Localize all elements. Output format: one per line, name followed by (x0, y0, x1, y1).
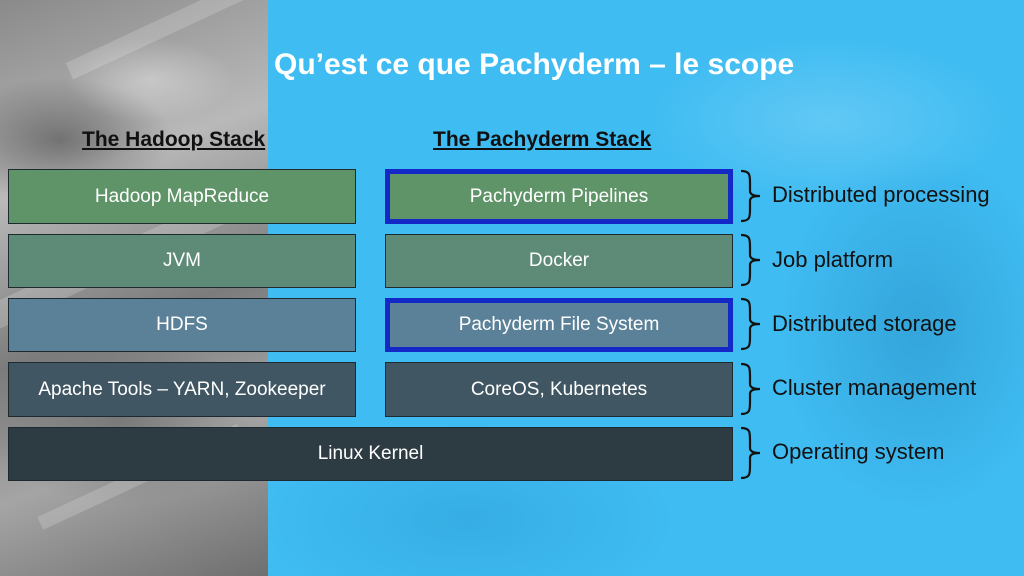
label-job-platform: Job platform (772, 247, 894, 272)
pachyderm-pipelines-box: Pachyderm Pipelines (385, 169, 733, 224)
label-distributed-storage: Distributed storage (772, 311, 957, 336)
background-photo (0, 0, 268, 576)
linux-kernel-box: Linux Kernel (8, 427, 733, 481)
brace-platform (738, 233, 764, 287)
slide-title: Qu’est ce que Pachyderm – le scope (274, 48, 795, 81)
jvm-box: JVM (8, 234, 356, 288)
coreos-kubernetes-box: CoreOS, Kubernetes (385, 362, 733, 417)
hdfs-box: HDFS (8, 298, 356, 352)
hadoop-stack-heading: The Hadoop Stack (82, 128, 266, 151)
brace-processing (738, 169, 764, 223)
pachyderm-file-system-box: Pachyderm File System (385, 298, 733, 352)
brace-cluster (738, 362, 764, 416)
brace-os (738, 426, 764, 480)
label-distributed-processing: Distributed processing (772, 182, 990, 207)
hadoop-mapreduce-box: Hadoop MapReduce (8, 169, 356, 224)
brace-storage (738, 297, 764, 351)
label-operating-system: Operating system (772, 439, 945, 464)
pachyderm-stack-heading: The Pachyderm Stack (433, 128, 652, 151)
background-overlay (268, 0, 1024, 576)
label-cluster-management: Cluster management (772, 375, 977, 400)
docker-box: Docker (385, 234, 733, 288)
apache-tools-box: Apache Tools – YARN, Zookeeper (8, 362, 356, 417)
